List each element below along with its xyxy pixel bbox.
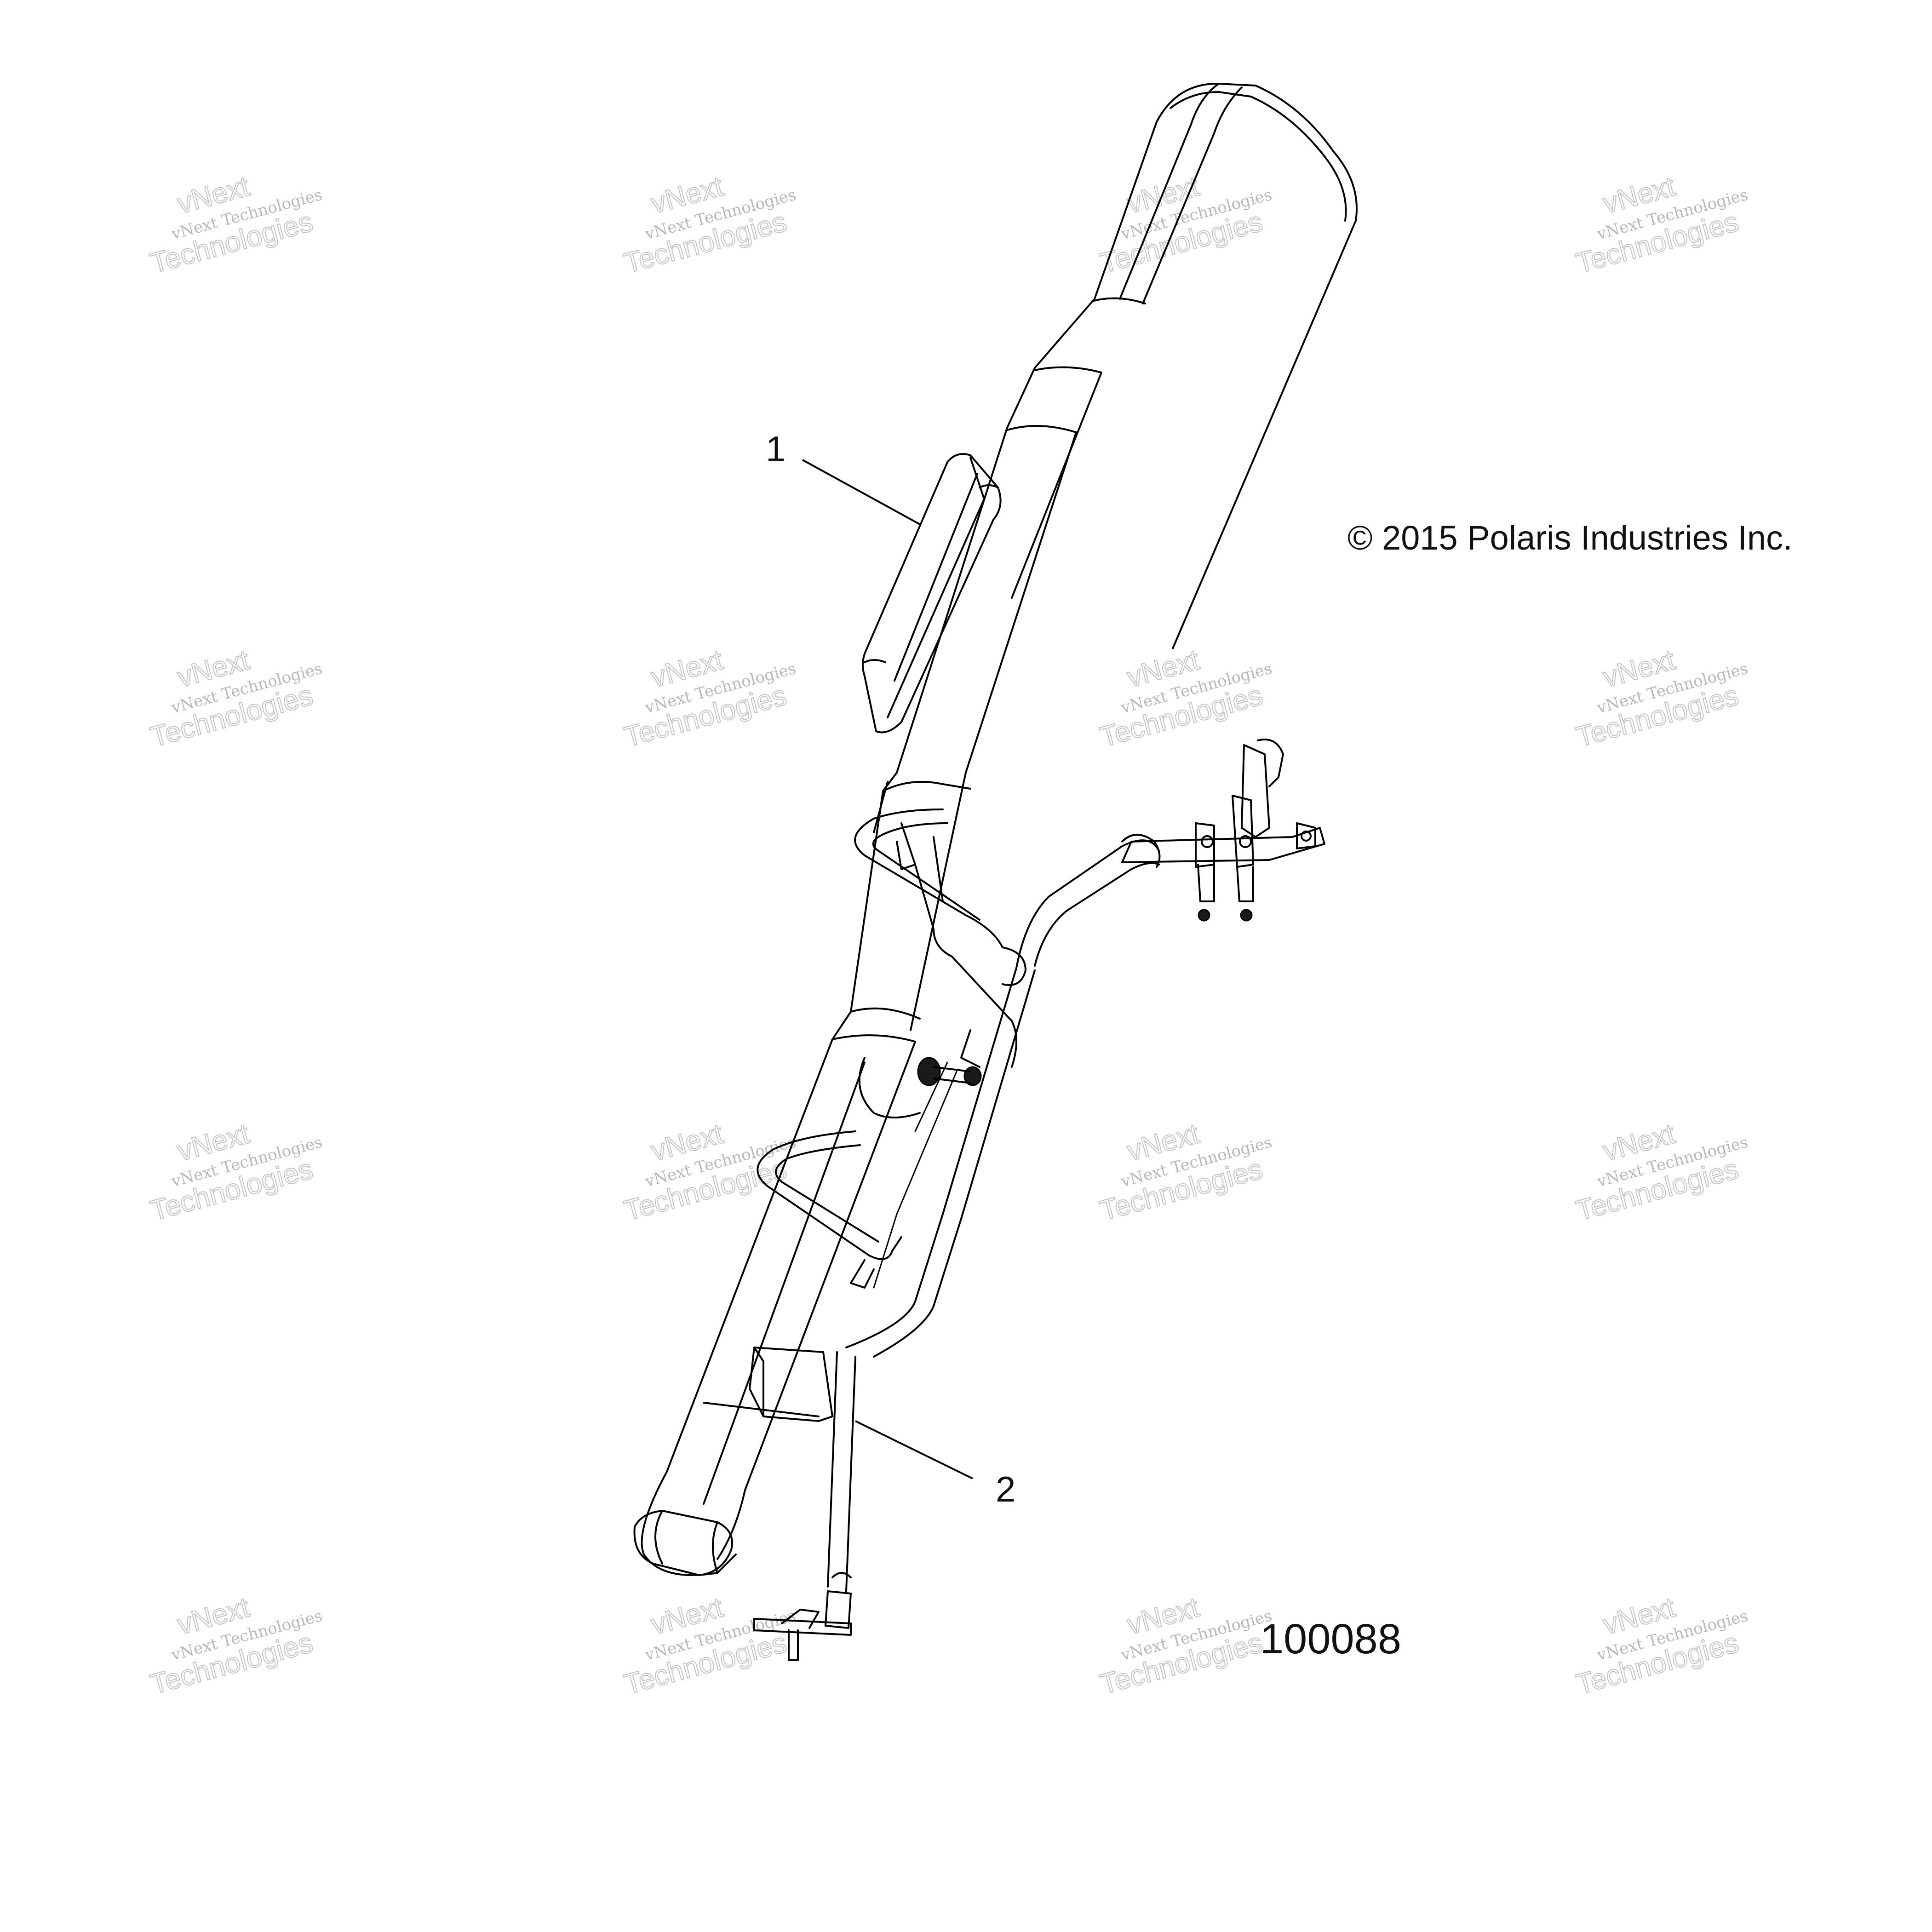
callout-2-number: 2	[996, 1469, 1015, 1509]
lower-mounting-bracket	[753, 1590, 852, 1661]
callout-1-number: 1	[766, 429, 785, 469]
flange-nuts	[1198, 909, 1253, 922]
muffler-assembly	[633, 82, 1358, 1576]
callout-1-leader	[802, 459, 920, 525]
exhaust-tube-assembly	[757, 808, 1161, 1592]
callout-2: 2	[855, 1420, 1015, 1509]
callout-2-leader	[855, 1420, 973, 1479]
drawing-number: 100088	[1260, 1616, 1401, 1663]
callout-1: 1	[766, 429, 920, 525]
copyright-notice: © 2015 Polaris Industries Inc.	[1347, 519, 1793, 557]
upper-mounting-flange	[1121, 739, 1325, 902]
pivot-bolt	[917, 1057, 982, 1086]
